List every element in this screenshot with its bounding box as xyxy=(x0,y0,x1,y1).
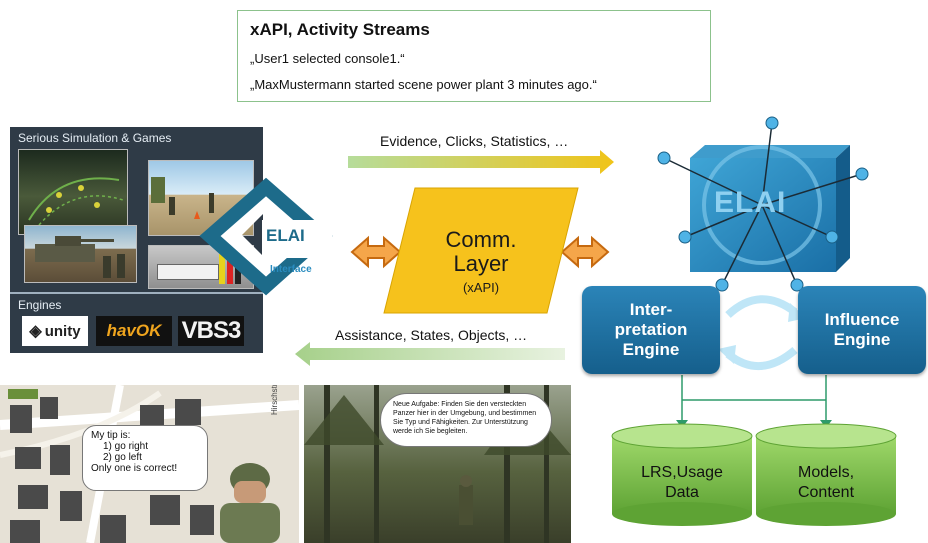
elai-interface-logo: ELAI xyxy=(266,226,305,245)
forest-scene-screenshot: Neue Aufgabe: Finden Sie den versteckten… xyxy=(304,385,571,543)
elai-interface-label: Interface xyxy=(270,264,312,275)
engines-title: Engines xyxy=(18,298,62,312)
elai-cube-label: ELAI xyxy=(714,186,787,219)
comm-layer-subtitle: (xAPI) xyxy=(462,280,500,295)
models-database-shape xyxy=(755,423,897,526)
evidence-arrow-label: Evidence, Clicks, Statistics, … xyxy=(380,133,569,149)
assistance-arrow xyxy=(295,342,565,366)
soldier-avatar xyxy=(220,463,280,543)
models-database-label: Models,Content xyxy=(797,464,855,501)
xapi-statement-2: „MaxMustermann started scene power plant… xyxy=(250,77,597,92)
comm-layer: Comm. Layer (xAPI) xyxy=(384,188,578,313)
evidence-arrow xyxy=(348,150,614,174)
havok-logo: havOK xyxy=(96,316,172,346)
map-street-label: Hirschstraße xyxy=(270,385,279,415)
map-tutor-screenshot: Hirschstraße My tip is: 1) go right 2) g… xyxy=(0,385,299,543)
interpretation-engine: Inter- pretation Engine xyxy=(582,286,720,374)
task-speech-bubble: Neue Aufgabe: Finden Sie den versteckten… xyxy=(380,393,552,447)
lrs-database-shape xyxy=(611,423,753,526)
xapi-title: xAPI, Activity Streams xyxy=(250,20,430,39)
tip-footer: Only one is correct! xyxy=(91,463,178,474)
engines-divider xyxy=(10,292,263,294)
xapi-statement-box: xAPI, Activity Streams „User1 selected c… xyxy=(237,10,711,102)
tip-option-2: 2) go left xyxy=(103,452,142,463)
unity-logo: ◈unity xyxy=(22,316,88,346)
comm-layer-title: Comm. Layer xyxy=(445,227,517,276)
tank-scene-screenshot xyxy=(24,225,137,283)
serious-games-title: Serious Simulation & Games xyxy=(18,131,172,145)
xapi-statement-1: „User1 selected console1.“ xyxy=(250,51,405,66)
comm-layer-shape xyxy=(383,187,579,314)
influence-engine: Influence Engine xyxy=(798,286,926,374)
vbs3-logo: VBS3 xyxy=(178,316,244,346)
assistance-arrow-label: Assistance, States, Objects, … xyxy=(335,327,528,343)
comm-elai-double-arrow xyxy=(560,235,610,269)
tactical-map-screenshot xyxy=(18,149,128,235)
tip-option-1: 1) go right xyxy=(103,441,149,452)
tip-title: My tip is: xyxy=(91,430,131,441)
tip-speech-bubble: My tip is: 1) go right 2) go left Only o… xyxy=(82,425,208,491)
